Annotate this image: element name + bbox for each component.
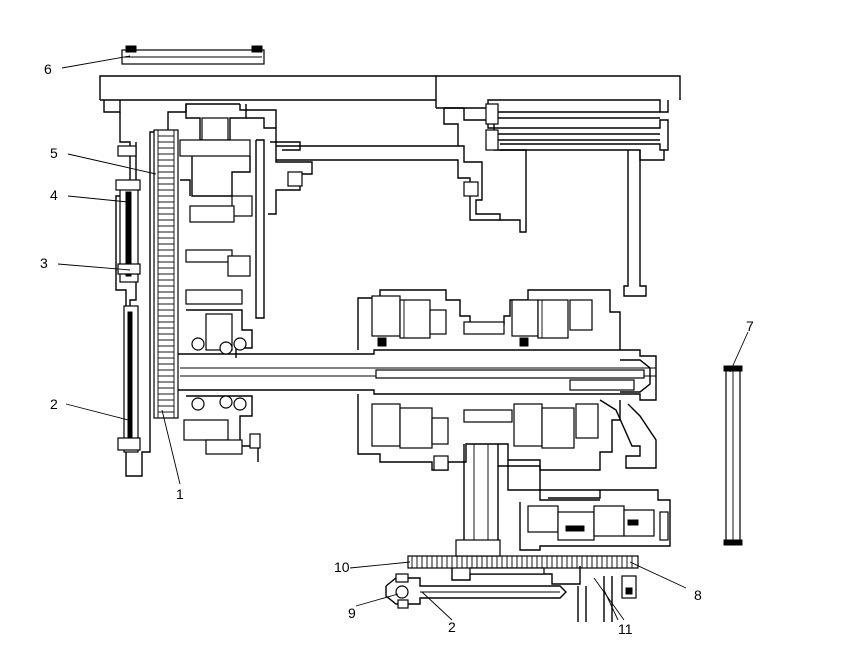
callouts: 1 2 2 3 4 5 6 7 8 9 10 11	[40, 61, 754, 637]
callout-9: 9	[348, 605, 356, 621]
callout-4: 4	[50, 187, 58, 203]
callout-5: 5	[50, 145, 58, 161]
callout-10: 10	[334, 559, 350, 575]
callout-11: 11	[618, 621, 633, 637]
main-shaft	[178, 349, 657, 401]
lower-right-gearbox	[519, 489, 671, 551]
gear-teeth-horizontal	[411, 556, 633, 568]
callout-8: 8	[694, 587, 702, 603]
upper-left-internals	[179, 104, 313, 319]
left-bearing-stack	[183, 309, 261, 462]
bottom-ring-gear	[407, 539, 639, 585]
main-spur-gear	[153, 129, 179, 419]
vertical-output-shaft	[463, 444, 600, 540]
upper-gear-cluster	[357, 289, 621, 350]
separate-bar-part	[723, 365, 743, 546]
upper-right-shafts	[485, 103, 669, 297]
top-cover-plate	[121, 45, 265, 65]
callout-1: 1	[176, 486, 184, 502]
callout-3: 3	[40, 255, 48, 271]
bottom-base-plate	[385, 573, 637, 622]
left-housing-wall	[115, 103, 240, 477]
gear-teeth-vertical	[158, 135, 174, 413]
callout-2-bottom: 2	[448, 619, 456, 635]
callout-6: 6	[44, 61, 52, 77]
upper-housing	[99, 75, 681, 113]
callout-7: 7	[746, 318, 754, 334]
lower-gear-cluster	[357, 394, 657, 471]
leader-lines	[57, 55, 749, 621]
callout-2-left: 2	[50, 396, 58, 412]
